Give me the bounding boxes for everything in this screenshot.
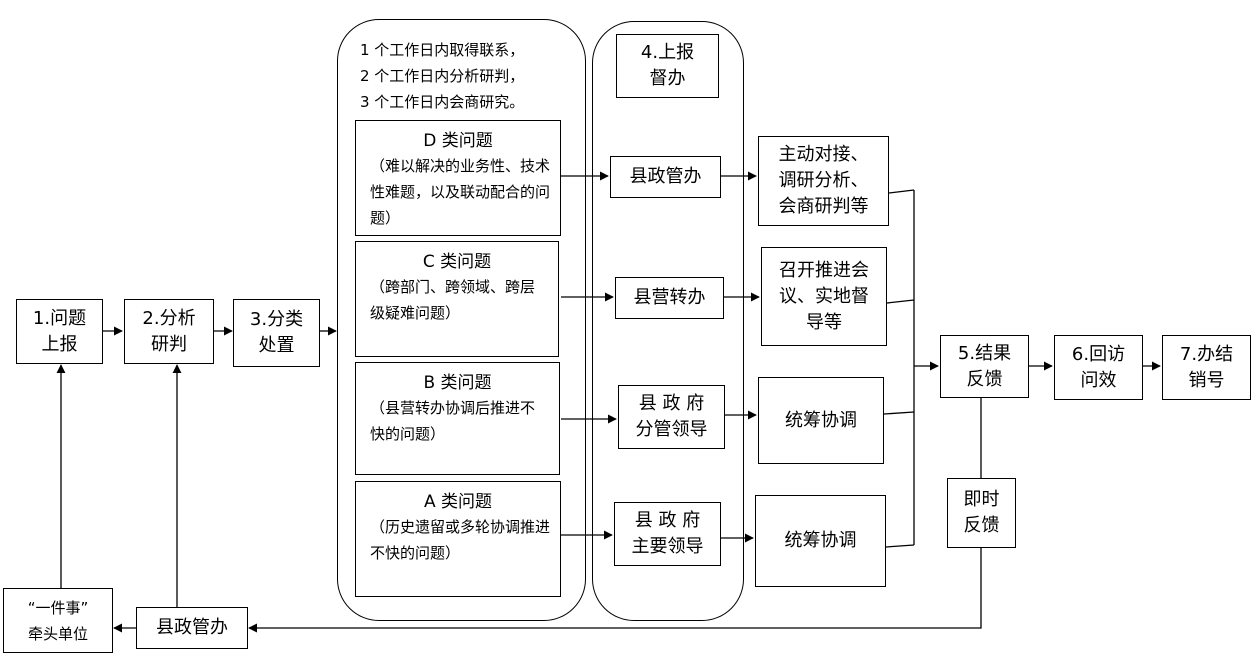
handler-2-label: 县营转办 — [633, 287, 706, 308]
handler-principal-leader: 县 政 府 主要领导 — [614, 502, 721, 566]
lead-unit: “一件事” 牵头单位 — [3, 588, 113, 653]
line-action-a-bracket — [885, 544, 915, 548]
step-6-follow-up: 6.回访 问效 — [1054, 335, 1143, 400]
category-c: C 类问题 （跨部门、跨领域、跨层级疑难问题） — [355, 241, 559, 357]
handler-county-gov-office: 县政管办 — [610, 156, 721, 198]
line-action-b-bracket — [883, 411, 915, 415]
action-c-label: 召开推进会 议、实地督 导等 — [779, 259, 869, 333]
action-b: 统筹协调 — [758, 377, 884, 464]
lead-unit-label: “一件事” 牵头单位 — [27, 598, 89, 643]
category-a-title: A 类问题 — [423, 492, 493, 512]
category-c-title: C 类问题 — [422, 252, 492, 272]
action-c: 召开推进会 议、实地督 导等 — [761, 247, 887, 346]
note-line-1: 1 个工作日内取得联系， — [360, 41, 525, 59]
category-b-title: B 类问题 — [423, 373, 492, 393]
timeline-notes: 1 个工作日内取得联系， 2 个工作日内分析研判， 3 个工作日内会商研究。 — [360, 37, 524, 115]
category-b-desc: （县营转办协调后推进不快的问题） — [370, 399, 536, 443]
category-d-title: D 类问题 — [423, 131, 493, 151]
handler-deputy-leader: 县 政 府 分管领导 — [618, 385, 725, 449]
category-a: A 类问题 （历史遗留或多轮协调推进不快的问题） — [355, 481, 561, 597]
action-d: 主动对接、 调研分析、 会商研判等 — [758, 136, 889, 226]
category-a-desc: （历史遗留或多轮协调推进不快的问题） — [370, 518, 551, 562]
category-d: D 类问题 （难以解决的业务性、技术性难题，以及联动配合的问题） — [355, 120, 561, 236]
step-4-label: 4.上报 督办 — [640, 42, 695, 89]
note-line-3: 3 个工作日内会商研究。 — [360, 93, 525, 111]
escalation-container — [592, 21, 744, 621]
bottom-county-gov-office: 县政管办 — [136, 607, 248, 649]
step-1-label: 1.问题 上报 — [32, 307, 87, 355]
action-a: 统筹协调 — [755, 495, 886, 587]
handler-3-label: 县 政 府 分管领导 — [635, 393, 708, 440]
handler-county-business-office: 县营转办 — [615, 277, 724, 319]
category-c-desc: （跨部门、跨领域、跨层级疑难问题） — [370, 278, 536, 322]
category-b: B 类问题 （县营转办协调后推进不快的问题） — [355, 362, 560, 475]
handler-1-label: 县政管办 — [629, 166, 702, 187]
step-2-analysis: 2.分析 研判 — [124, 299, 214, 364]
immediate-feedback-label: 即时 反馈 — [963, 489, 1000, 536]
classification-container — [337, 19, 586, 621]
action-a-label: 统筹协调 — [784, 530, 857, 551]
step-5-result-feedback: 5.结果 反馈 — [940, 335, 1029, 398]
action-b-label: 统筹协调 — [785, 409, 857, 431]
line-action-d-bracket — [888, 189, 915, 194]
category-d-desc: （难以解决的业务性、技术性难题，以及联动配合的问题） — [370, 157, 551, 227]
line-action-c-bracket — [886, 299, 915, 304]
step-3-classify: 3.分类 处置 — [233, 299, 320, 367]
step-7-close: 7.办结 销号 — [1162, 335, 1251, 400]
handler-4-label: 县 政 府 主要领导 — [631, 510, 704, 557]
bottom-office-label: 县政管办 — [156, 617, 228, 638]
line-feedback-bottom — [248, 548, 982, 633]
step-7-label: 7.办结 销号 — [1179, 343, 1234, 391]
step-3-label: 3.分类 处置 — [249, 309, 304, 356]
immediate-feedback: 即时 反馈 — [947, 478, 1016, 548]
note-line-2: 2 个工作日内分析研判， — [360, 67, 525, 85]
step-5-label: 5.结果 反馈 — [957, 342, 1012, 390]
step-2-label: 2.分析 研判 — [142, 307, 196, 355]
action-d-label: 主动对接、 调研分析、 会商研判等 — [778, 144, 869, 217]
step-6-label: 6.回访 问效 — [1071, 343, 1126, 391]
step-4-escalate: 4.上报 督办 — [616, 34, 719, 98]
step-1-problem-report: 1.问题 上报 — [16, 299, 103, 364]
